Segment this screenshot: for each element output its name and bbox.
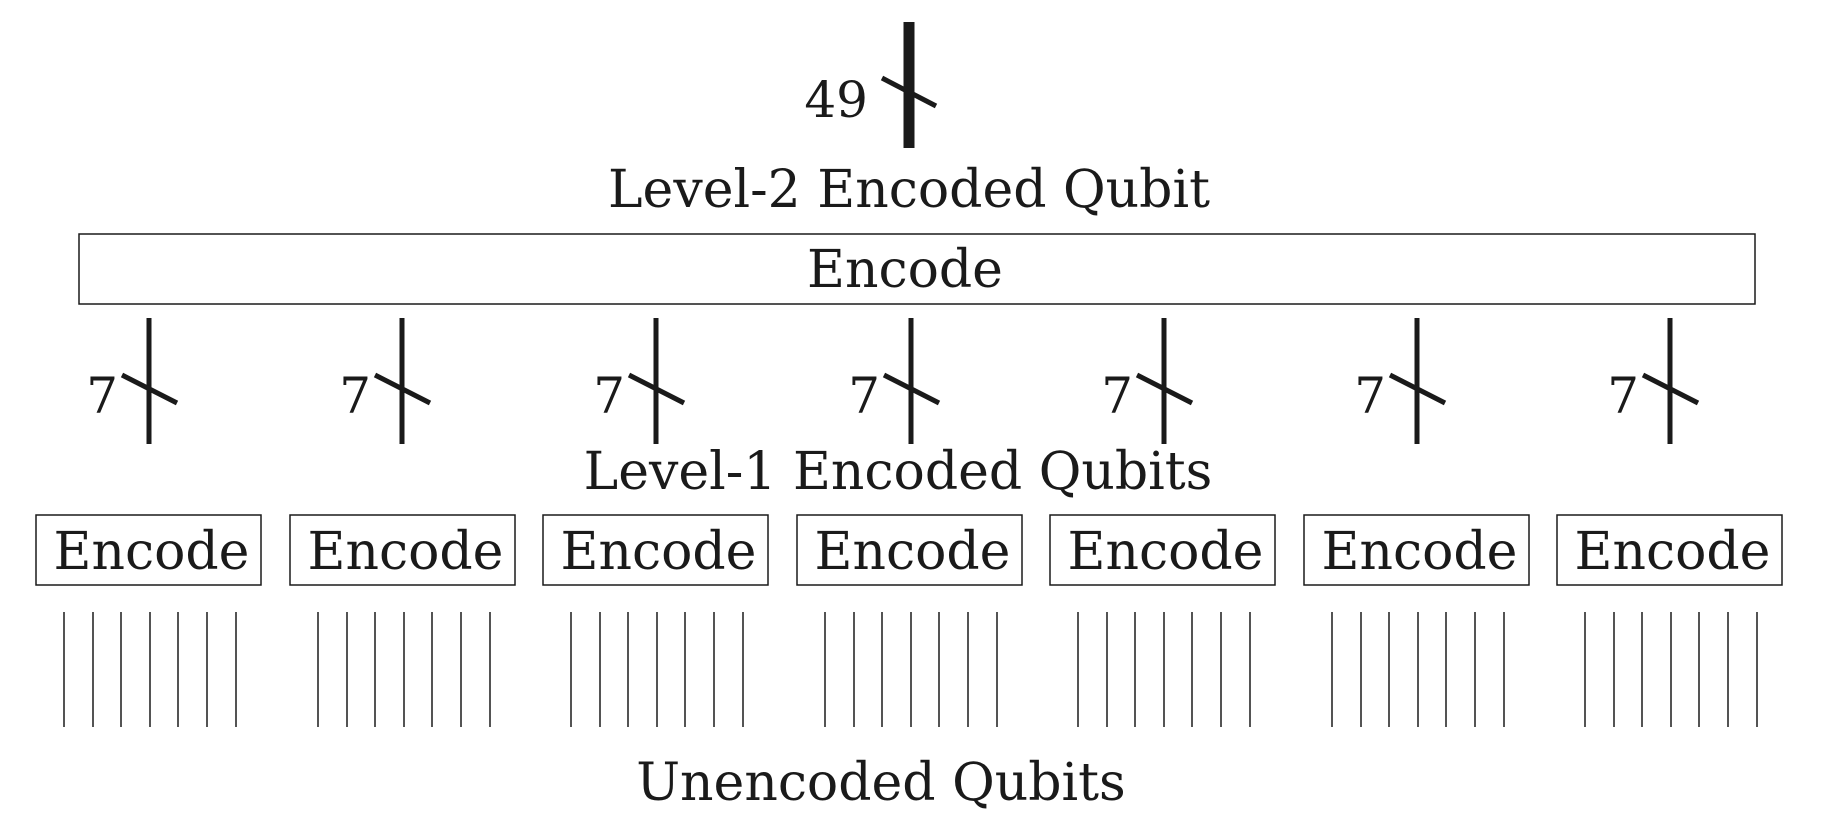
level1-bundle: 7 [848,318,941,444]
unencoded-qubit-wires [63,612,237,727]
level1-bundle-slash [120,372,179,406]
level1-label: Level-1 Encoded Qubits [584,442,1213,502]
level1-encode-label: Encode [815,522,1011,582]
unencoded-label: Unencoded Qubits [636,753,1126,813]
level1-encode-label: Encode [1322,522,1518,582]
level1-encode-label: Encode [1068,522,1264,582]
level2-label: Level-2 Encoded Qubit [608,160,1210,220]
level1-encode-block: Encode [542,514,769,727]
level1-encode-blocks: Encode Encode Encode Encode Encode Encode Enco… [35,514,1783,727]
unencoded-qubit-wires [1077,612,1251,727]
level1-encode-label: Encode [308,522,504,582]
level2-encode-label: Encode [807,240,1003,300]
level1-encode-rect [289,514,516,586]
top-bundle: 49 [804,22,938,148]
unencoded-qubit-wires [570,612,744,727]
level1-bundle-count: 7 [86,367,118,425]
level1-encode-rect [1556,514,1783,586]
top-bundle-slash [880,75,938,109]
level1-encode-rect [35,514,262,586]
level1-bundle-slash [1641,372,1700,406]
level1-encode-rect [1049,514,1276,586]
unencoded-qubit-wires [1331,612,1505,727]
level1-bundle-count: 7 [1607,367,1639,425]
level1-bundle: 7 [86,318,179,444]
level1-bundle-slash [627,372,686,406]
level1-encode-block: Encode [1556,514,1783,727]
unencoded-qubit-wires [317,612,491,727]
level1-encode-block: Encode [1049,514,1276,727]
level1-bundle: 7 [593,318,686,444]
level1-bundle-slash [373,372,432,406]
level1-encode-label: Encode [54,522,250,582]
level1-bundle-count: 7 [1101,367,1133,425]
level1-bundle-count: 7 [339,367,371,425]
level2-encode-box: Encode [78,233,1756,305]
level2-encode-rect [78,233,1756,305]
level1-bundle-count: 7 [1354,367,1386,425]
level1-encode-rect [796,514,1023,586]
level1-encode-block: Encode [289,514,516,727]
level1-bundle: 7 [339,318,432,444]
level1-encode-label: Encode [1575,522,1771,582]
level1-encode-rect [542,514,769,586]
level1-bundle: 7 [1607,318,1700,444]
level1-bundle: 7 [1101,318,1194,444]
level1-bundle-slash [882,372,941,406]
level1-encode-rect [1303,514,1530,586]
level1-encode-label: Encode [561,522,757,582]
unencoded-qubit-wires [1584,612,1758,727]
level1-bundles: 7 7 7 7 7 7 7 [86,318,1700,444]
level1-bundle-slash [1388,372,1447,406]
top-bundle-count: 49 [804,71,868,129]
level1-bundle-count: 7 [593,367,625,425]
level1-encode-block: Encode [1303,514,1530,727]
level1-encode-block: Encode [796,514,1023,727]
unencoded-qubit-wires [824,612,998,727]
level1-bundle-slash [1135,372,1194,406]
level1-bundle-count: 7 [848,367,880,425]
level1-encode-block: Encode [35,514,262,727]
level1-bundle: 7 [1354,318,1447,444]
